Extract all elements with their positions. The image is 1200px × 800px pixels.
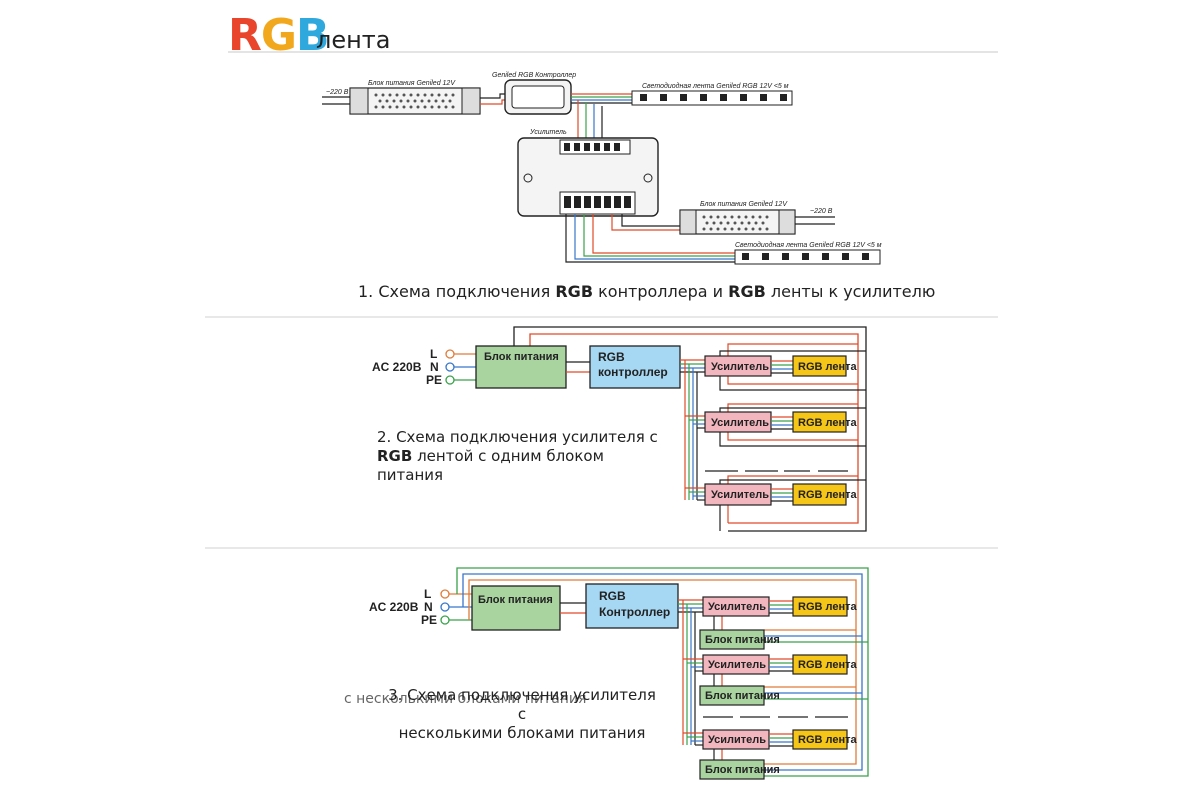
d3-strip3-label: RGB лента — [798, 734, 857, 746]
d2-strip-3 — [792, 483, 847, 506]
d3-amp1-label: Усилитель — [708, 601, 766, 613]
d3-caption: 3. Схема подключения усилителя с несколь… — [382, 686, 662, 743]
d1-psu-label: Блок питания Geniled 12V — [368, 80, 456, 87]
d3-lpsu1-label: Блок питания — [705, 634, 780, 646]
diagram-3: AC 220В L N PE Блок питания RGB Контролл… — [369, 567, 869, 780]
brand-rgb: RGB — [228, 10, 330, 61]
d2-n-label: N — [430, 360, 439, 374]
d3-ac-label: AC 220В — [369, 600, 419, 614]
d1-psu2-label: Блок питания Geniled 12V — [700, 201, 788, 208]
d1-caption-num: 1. — [358, 282, 374, 301]
diagram-1: ~220 В Блок питания Geniled 12V Geniled … — [322, 72, 882, 265]
d3-caption-ghost: с несколькими блоками питания — [344, 691, 587, 707]
d3-terminal-n — [440, 602, 450, 612]
d3-amplifier-2 — [702, 654, 770, 675]
d2-strip1-label: RGB лента — [798, 361, 857, 373]
d2-controller — [589, 345, 681, 389]
d1-psu-2 — [679, 209, 796, 235]
d2-psu — [475, 345, 567, 389]
d1-mains2-label: ~220 В — [810, 208, 833, 215]
d3-pe-label: PE — [421, 613, 437, 627]
d3-strip1-label: RGB лента — [798, 601, 857, 613]
d3-psu-label: Блок питания — [478, 594, 553, 606]
d2-terminal-n — [445, 362, 455, 372]
d3-amp3-label: Усилитель — [708, 734, 766, 746]
brand-text: лента — [316, 26, 391, 54]
d2-ctrl-l1: RGB — [598, 350, 625, 364]
d1-amplifier-label: Усилитель — [529, 129, 567, 136]
d3-strip-2 — [792, 654, 848, 675]
d3-ctrl-l2: Контроллер — [599, 605, 670, 619]
d3-n-label: N — [424, 600, 433, 614]
d2-caption-l1: 2. Схема подключения усилителя с — [377, 428, 658, 446]
d1-controller-label: Geniled RGB Контроллер — [492, 72, 576, 79]
d1-caption-b1: RGB — [555, 282, 594, 301]
d2-terminal-l — [445, 349, 455, 359]
d3-amplifier-1 — [702, 596, 770, 617]
d3-strip-1 — [792, 596, 848, 617]
d2-ctrl-l2: контроллер — [598, 365, 668, 379]
d3-psu — [471, 585, 561, 631]
d3-caption-l2: несколькими блоками питания — [398, 724, 646, 742]
d2-l-label: L — [430, 347, 437, 361]
d2-strip2-label: RGB лента — [798, 417, 857, 429]
d2-pe-label: PE — [426, 373, 442, 387]
d2-amp3-label: Усилитель — [711, 489, 769, 501]
diagram-2: AC 220В L N PE Блок питания RGB контролл… — [372, 326, 867, 532]
d3-local-psu-2 — [699, 685, 765, 706]
d2-amp2-label: Усилитель — [711, 417, 769, 429]
d3-controller — [585, 583, 679, 629]
d1-strip-1 — [631, 90, 793, 106]
d2-strip3-label: RGB лента — [798, 489, 857, 501]
d3-terminal-pe — [440, 615, 450, 625]
d1-caption-t2: контроллера и — [598, 282, 724, 301]
d1-caption-b2: RGB — [728, 282, 766, 301]
d2-amp1-label: Усилитель — [711, 361, 769, 373]
d3-local-psu-1 — [699, 629, 765, 650]
d3-strip2-label: RGB лента — [798, 659, 857, 671]
d3-lpsu2-label: Блок питания — [705, 690, 780, 702]
d3-terminal-l — [440, 589, 450, 599]
d1-mains-label: ~220 В — [326, 89, 349, 96]
d1-caption-t1: Схема подключения — [378, 282, 551, 301]
d1-strip2-label: Светодиодная лента Geniled RGB 12V <5 м — [735, 241, 882, 249]
d2-caption-b: RGB — [377, 447, 413, 465]
d3-local-psu-3 — [699, 759, 765, 780]
d3-strip-3 — [792, 729, 848, 750]
d2-ac-label: AC 220В — [372, 360, 422, 374]
d3-caption-l1: 3. Схема подключения усилителя с — [388, 686, 656, 723]
d3-l-label: L — [424, 587, 431, 601]
d1-caption-t3: ленты к усилителю — [770, 282, 936, 301]
d2-psu-label: Блок питания — [484, 351, 559, 363]
d3-amp2-label: Усилитель — [708, 659, 766, 671]
d2-caption-l3: питания — [377, 466, 444, 484]
d1-strip-label: Светодиодная лента Geniled RGB 12V <5 м — [642, 82, 789, 90]
d1-caption: 1. Схема подключения RGB контроллера и R… — [358, 282, 935, 301]
d3-ctrl-l1: RGB — [599, 589, 626, 603]
d2-strip-2 — [792, 411, 847, 433]
d2-amplifier-1 — [704, 355, 772, 377]
d2-caption: 2. Схема подключения усилителя с RGB лен… — [377, 428, 667, 485]
d2-caption-l2: лентой с одним блоком — [417, 447, 604, 465]
d3-amplifier-3 — [702, 729, 770, 750]
d2-strip-1 — [792, 355, 847, 377]
d3-lpsu3-label: Блок питания — [705, 764, 780, 776]
d2-amplifier-2 — [704, 411, 772, 433]
d2-terminal-pe — [445, 375, 455, 385]
d2-amplifier-3 — [704, 483, 772, 506]
